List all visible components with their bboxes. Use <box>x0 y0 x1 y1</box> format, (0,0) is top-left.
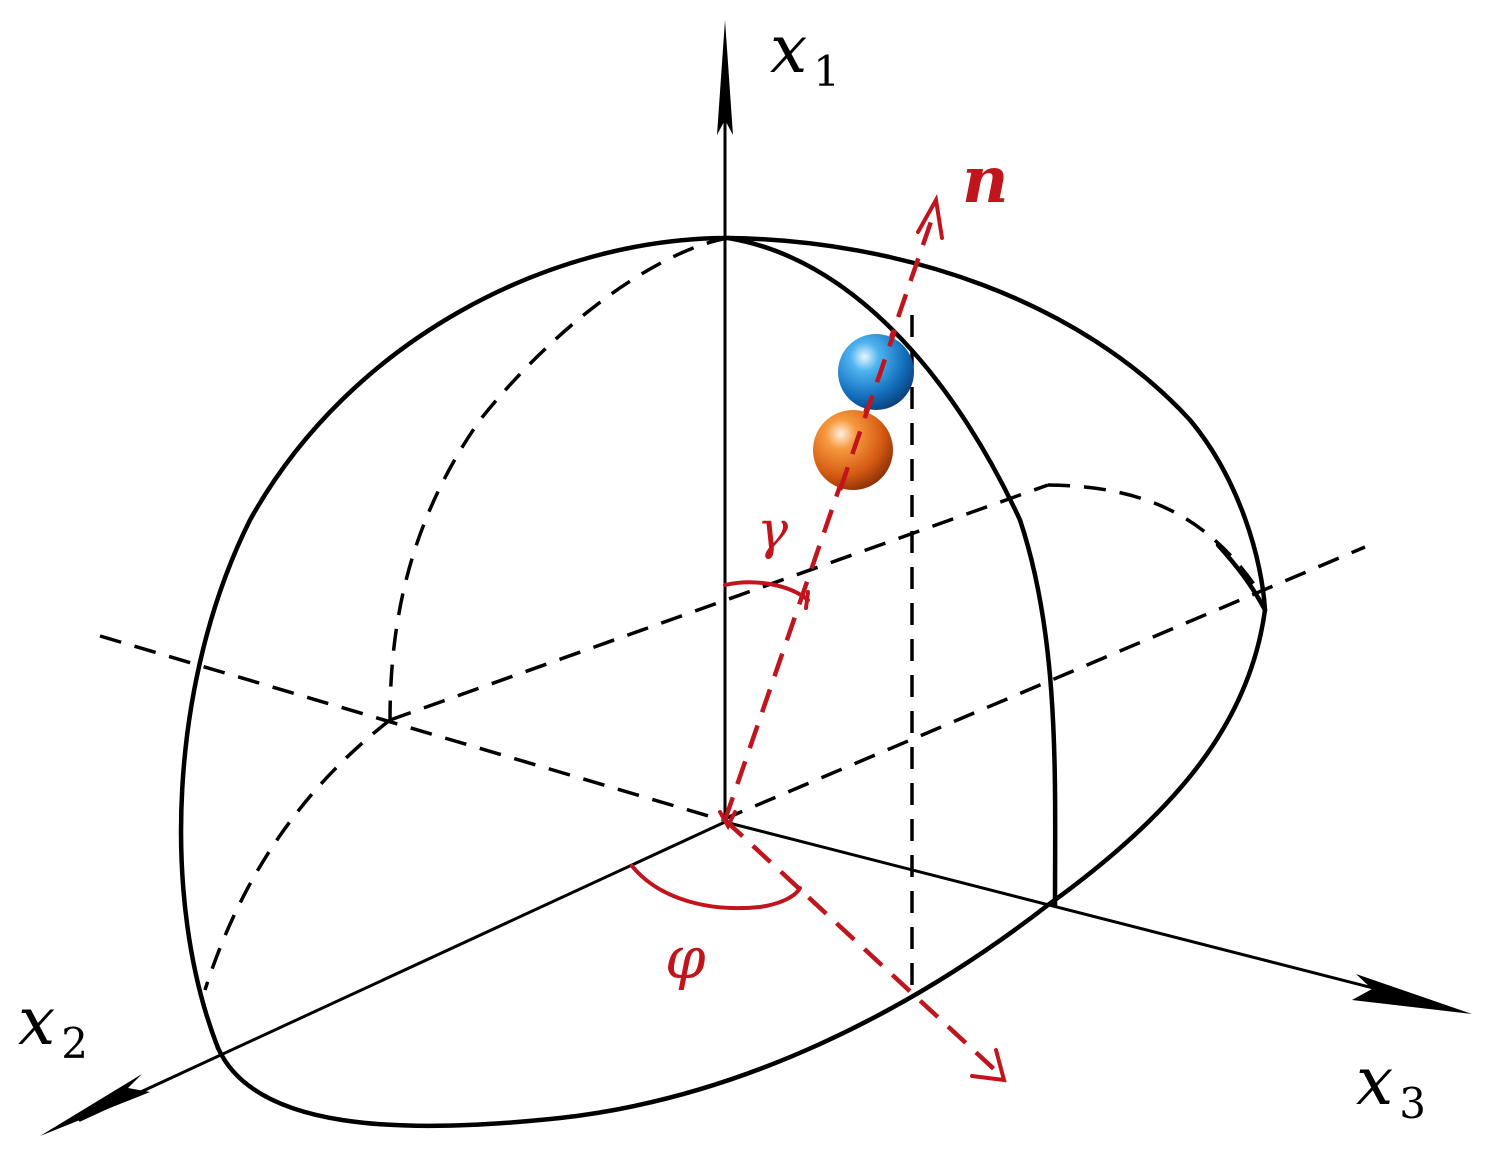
hidden-x2-negative-axis <box>99 634 723 822</box>
normal-vector-group <box>630 194 1007 1083</box>
phi-angle-arc <box>630 864 802 911</box>
hidden-equator-back <box>1047 483 1260 591</box>
gamma-label: γ <box>757 501 789 561</box>
x1-arrowhead <box>717 20 733 135</box>
hidden-x3-negative-axis <box>389 483 1049 722</box>
axes <box>40 20 1472 1136</box>
phi-label: φ <box>665 924 706 992</box>
hemisphere-front-meridian <box>178 235 1268 1051</box>
hemisphere-bottom-rim <box>215 607 1268 1129</box>
hemisphere-equator-end <box>1215 542 1268 613</box>
hidden-lines <box>99 236 1366 995</box>
projection-vector-arrowhead <box>970 1048 1007 1083</box>
particles <box>813 329 914 491</box>
gamma-angle-arc <box>723 580 810 602</box>
hemisphere-outline <box>178 235 1268 1129</box>
hemisphere-inner-meridian <box>725 235 1058 908</box>
hidden-diagonal-axis <box>721 545 1366 822</box>
blue-particle <box>838 334 914 410</box>
x2-arrowhead <box>40 1074 150 1136</box>
x3-label: x 3 <box>1356 1043 1426 1128</box>
origin-marker <box>718 810 737 831</box>
x1-label: x 1 <box>770 11 840 96</box>
normal-vector-arrowhead <box>916 194 944 240</box>
x2-axis-line <box>78 820 727 1122</box>
normal-vector-through-particles <box>837 329 898 491</box>
normal-vector-label: n <box>962 143 1009 218</box>
hidden-meridian-curve <box>388 236 729 721</box>
x2-label: x 2 <box>18 983 88 1068</box>
gamma-arc-tick <box>804 590 810 610</box>
x3-axis-line <box>723 820 1422 1002</box>
hidden-bottom-curve <box>203 718 392 991</box>
projection-vector-line <box>723 818 997 1072</box>
labels: x 1 x 2 x 3 n γ φ <box>18 11 1426 1128</box>
x3-arrowhead <box>1352 974 1472 1014</box>
normal-vector-line <box>722 209 938 821</box>
